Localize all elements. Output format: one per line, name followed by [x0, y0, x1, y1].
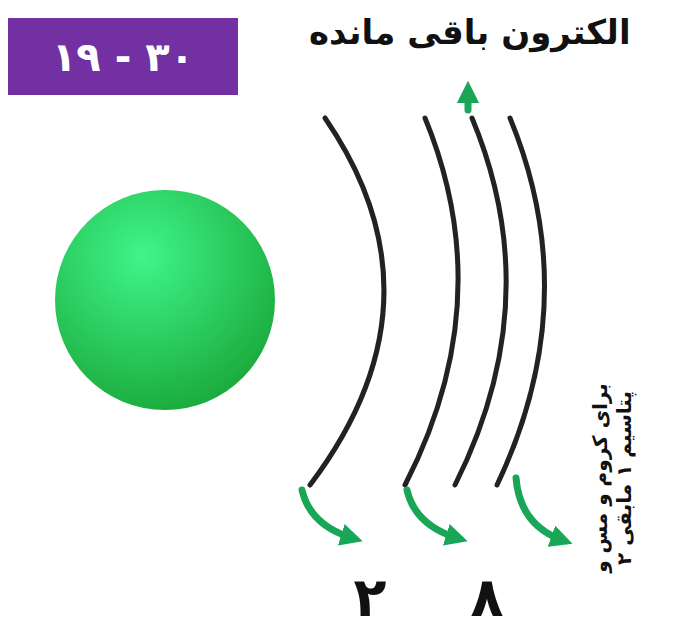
green-arrow — [465, 92, 472, 110]
shell-arc — [310, 118, 384, 485]
shell-arc — [455, 118, 506, 485]
green-arrow — [407, 490, 457, 538]
shell-arc — [405, 118, 458, 485]
electron-shells — [310, 118, 545, 485]
shell-count: ۸ — [471, 566, 504, 631]
green-arrow — [302, 490, 352, 538]
green-arrows — [302, 92, 562, 540]
shell-arc — [497, 118, 545, 485]
shell-title: الکترون باقی مانده — [309, 12, 631, 53]
nucleus-ball — [55, 190, 275, 410]
range-badge: ۱۹ - ۳۰ — [8, 18, 238, 95]
green-arrow — [516, 478, 562, 540]
shell-count: ۲ — [354, 566, 387, 631]
side-note: برای کروم و مس و پتاسیم ۱ مابقی ۲ — [588, 353, 636, 603]
badge-text: ۱۹ - ۳۰ — [52, 34, 194, 80]
